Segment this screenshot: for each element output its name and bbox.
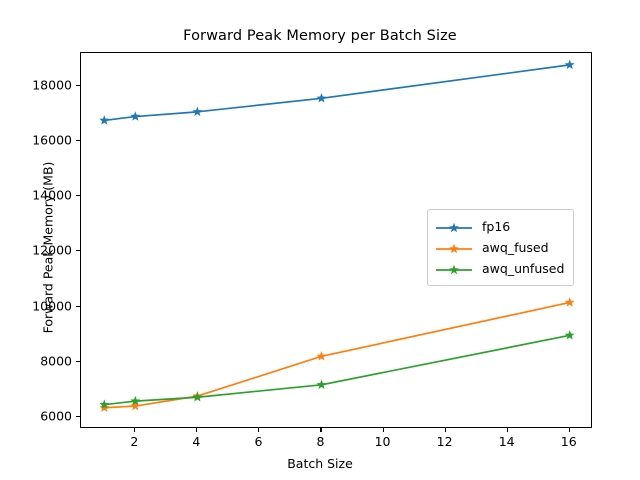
- series-fp16: [99, 59, 575, 125]
- x-tick-label: 14: [498, 434, 515, 449]
- marker-awq_unfused: [99, 399, 110, 409]
- legend-label: awq_fused: [482, 240, 549, 255]
- marker-awq_unfused: [564, 330, 575, 340]
- x-tick-label: 10: [374, 434, 391, 449]
- x-tick-label: 6: [254, 434, 263, 449]
- line-fp16: [103, 64, 571, 122]
- x-tick-label: 2: [130, 434, 139, 449]
- marker-fp16: [316, 93, 327, 103]
- legend-swatch-icon: [435, 262, 473, 276]
- y-tick-mark: [76, 360, 80, 362]
- y-tick-label: 8000: [40, 353, 72, 369]
- marker-fp16: [192, 106, 203, 117]
- x-tick-label: 4: [192, 434, 201, 449]
- y-tick-label: 18000: [32, 77, 72, 93]
- x-tick-mark: [258, 428, 260, 432]
- x-tick-mark: [506, 428, 508, 432]
- series-awq_unfused: [99, 330, 575, 409]
- legend-item-fp16[interactable]: fp16: [435, 216, 564, 237]
- series-awq_fused: [99, 297, 575, 412]
- marker-awq_fused: [316, 351, 327, 361]
- y-tick-mark: [76, 416, 80, 418]
- x-tick-mark: [320, 428, 322, 432]
- y-tick-mark: [76, 84, 80, 86]
- y-tick-label: 6000: [40, 408, 72, 424]
- marker-awq_unfused: [130, 395, 141, 406]
- legend-item-awq_unfused[interactable]: awq_unfused: [435, 258, 564, 279]
- legend-label: awq_unfused: [482, 261, 565, 276]
- marker-awq_fused: [564, 297, 575, 307]
- marker-awq_fused: [99, 402, 110, 412]
- legend-item-awq_fused[interactable]: awq_fused: [435, 237, 564, 258]
- x-tick-mark: [382, 428, 384, 432]
- series-lines: [99, 59, 575, 412]
- legend-swatch-icon: [435, 220, 473, 234]
- y-tick-label: 14000: [32, 187, 72, 203]
- x-tick-mark: [196, 428, 198, 432]
- x-tick-label: 8: [316, 434, 325, 449]
- y-tick-mark: [76, 139, 80, 141]
- marker-fp16: [130, 111, 141, 121]
- marker-awq_fused: [130, 400, 141, 411]
- x-tick-mark: [444, 428, 446, 432]
- marker-fp16: [99, 115, 110, 125]
- legend-label: fp16: [482, 219, 511, 234]
- legend[interactable]: fp16 awq_fused awq_unfused: [427, 209, 575, 286]
- y-tick-label: 16000: [32, 132, 72, 148]
- x-tick-label: 16: [560, 434, 577, 449]
- x-tick-mark: [568, 428, 570, 432]
- y-tick-label: 10000: [32, 298, 72, 314]
- marker-awq_unfused: [316, 379, 327, 389]
- x-axis-label: Batch Size: [287, 456, 353, 471]
- y-tick-label: 12000: [32, 242, 72, 258]
- y-tick-mark: [76, 250, 80, 252]
- marker-fp16: [564, 59, 575, 70]
- x-tick-mark: [134, 428, 136, 432]
- marker-awq_unfused: [192, 392, 203, 402]
- line-awq_unfused: [103, 334, 571, 406]
- y-tick-mark: [76, 305, 80, 307]
- x-tick-label: 12: [436, 434, 453, 449]
- plot-area: [80, 52, 592, 428]
- line-awq_fused: [103, 301, 571, 409]
- legend-swatch-icon: [435, 241, 473, 255]
- chart-title: Forward Peak Memory per Batch Size: [183, 28, 457, 44]
- y-tick-mark: [76, 195, 80, 197]
